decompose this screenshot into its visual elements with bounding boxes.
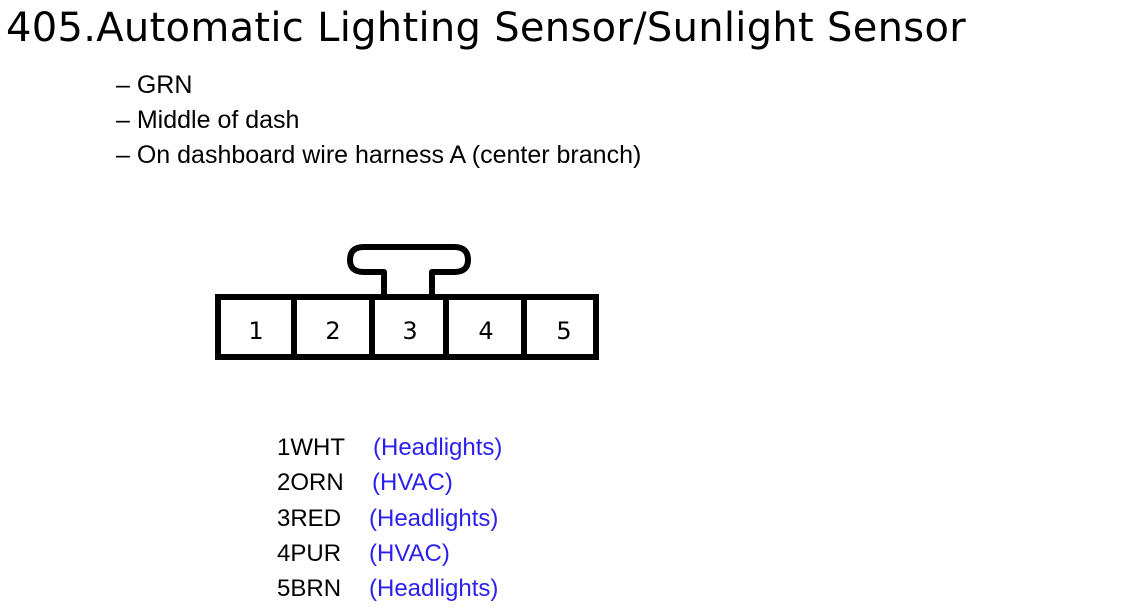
connector-diagram: 1 2 3 4 5 [215, 244, 599, 360]
pin-wire-code: 2ORN [277, 469, 344, 497]
pinout-list: 1WHT (Headlights) 2ORN (HVAC) 3RED (Headlig… [277, 430, 502, 606]
detail-harness: – On dashboard wire harness A (center br… [116, 141, 642, 169]
pin-number-3: 3 [402, 317, 417, 345]
pinout-row: 4PUR (HVAC) [277, 536, 502, 571]
pin-function: (Headlights) [369, 504, 499, 532]
pinout-row: 5BRN (Headlights) [277, 571, 502, 606]
connector-details-list: – GRN – Middle of dash – On dashboard wi… [116, 68, 641, 173]
pin-function: (Headlights) [369, 575, 499, 603]
connector-body [215, 294, 599, 360]
pin-wire-code: 4PUR [277, 539, 342, 567]
pin-number-5: 5 [556, 317, 571, 345]
pinout-row: 1WHT (Headlights) [277, 430, 502, 465]
pin-function: (HVAC) [372, 469, 453, 497]
pin-function: (HVAC) [369, 539, 450, 567]
detail-location: – Middle of dash [116, 106, 300, 134]
pin-number-4: 4 [478, 317, 493, 345]
pin-number-1: 1 [248, 317, 263, 345]
pin-wire-code: 5BRN [277, 575, 342, 603]
pinout-row: 2ORN (HVAC) [277, 465, 502, 500]
pin-wire-code: 1WHT [277, 434, 345, 461]
page-title: 405.Automatic Lighting Sensor/Sunlight S… [6, 5, 966, 51]
detail-color: – GRN [116, 71, 193, 99]
pin-number-2: 2 [325, 317, 340, 345]
pin-wire-code: 3RED [277, 504, 342, 532]
connector-lock-tab [347, 244, 471, 297]
pin-function: (Headlights) [373, 434, 503, 461]
pinout-row: 3RED (Headlights) [277, 501, 502, 536]
